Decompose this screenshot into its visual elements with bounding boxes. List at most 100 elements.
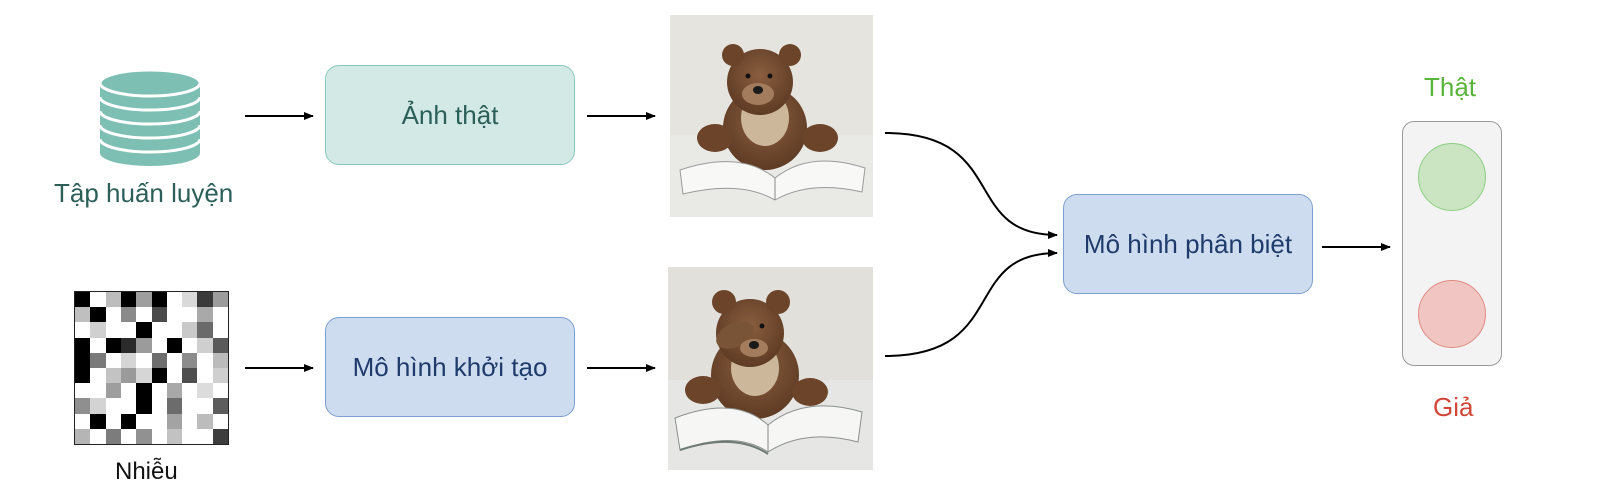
noise-cell xyxy=(120,428,137,444)
noise-cell xyxy=(136,383,152,399)
noise-cell xyxy=(197,352,213,368)
noise-cell xyxy=(166,398,183,414)
noise-cell xyxy=(166,292,183,308)
noise-cell xyxy=(136,292,152,308)
noise-cell xyxy=(75,337,91,353)
noise-cell xyxy=(166,352,183,368)
database-icon xyxy=(98,68,202,166)
noise-cell xyxy=(120,292,137,308)
noise-cell xyxy=(105,413,121,429)
noise-cell xyxy=(151,307,167,323)
noise-cell xyxy=(105,307,121,323)
noise-cell xyxy=(90,352,106,368)
output-indicator-panel xyxy=(1402,121,1502,366)
noise-cell xyxy=(136,307,152,323)
noise-grid xyxy=(74,291,229,445)
noise-cell xyxy=(75,322,91,338)
noise-cell xyxy=(197,322,213,338)
noise-cell xyxy=(197,398,213,414)
noise-cell xyxy=(105,292,121,308)
noise-cell xyxy=(136,322,152,338)
noise-cell xyxy=(212,383,228,399)
noise-label: Nhiễu xyxy=(115,458,178,485)
noise-cell xyxy=(105,428,121,444)
noise-cell xyxy=(105,337,121,353)
noise-cell xyxy=(212,322,228,338)
noise-cell xyxy=(75,383,91,399)
noise-cell xyxy=(166,337,183,353)
noise-cell xyxy=(212,307,228,323)
real-image-box: Ảnh thật xyxy=(325,65,575,165)
noise-cell xyxy=(182,322,198,338)
noise-cell xyxy=(90,383,106,399)
noise-cell xyxy=(151,322,167,338)
noise-cell xyxy=(75,352,91,368)
noise-cell xyxy=(197,413,213,429)
noise-cell xyxy=(136,337,152,353)
noise-cell xyxy=(151,398,167,414)
noise-cell xyxy=(166,428,183,444)
noise-cell xyxy=(151,367,167,384)
noise-cell xyxy=(90,337,106,353)
noise-cell xyxy=(105,322,121,338)
noise-cell xyxy=(90,292,106,308)
noise-cell xyxy=(75,413,91,429)
noise-cell xyxy=(182,292,198,308)
noise-cell xyxy=(136,367,152,384)
discriminator-box: Mô hình phân biệt xyxy=(1063,194,1313,294)
noise-cell xyxy=(75,367,91,384)
noise-cell xyxy=(151,292,167,308)
noise-cell xyxy=(105,367,121,384)
noise-cell xyxy=(166,322,183,338)
noise-cell xyxy=(136,352,152,368)
noise-cell xyxy=(182,428,198,444)
noise-cell xyxy=(212,398,228,414)
noise-cell xyxy=(105,398,121,414)
noise-cell xyxy=(151,352,167,368)
noise-cell xyxy=(212,367,228,384)
arrow-fake-image-to-discriminator xyxy=(884,249,1058,357)
noise-cell xyxy=(197,383,213,399)
noise-cell xyxy=(212,337,228,353)
noise-cell xyxy=(120,352,137,368)
noise-cell xyxy=(197,428,213,444)
noise-cell xyxy=(197,292,213,308)
noise-cell xyxy=(90,367,106,384)
noise-cell xyxy=(182,337,198,353)
noise-cell xyxy=(90,322,106,338)
noise-cell xyxy=(166,383,183,399)
noise-cell xyxy=(120,413,137,429)
generator-box: Mô hình khởi tạo xyxy=(325,317,575,417)
noise-cell xyxy=(197,367,213,384)
noise-cell xyxy=(151,337,167,353)
discriminator-box-label: Mô hình phân biệt xyxy=(1083,228,1293,259)
arrow-real-image-to-discriminator xyxy=(884,132,1058,239)
noise-cell xyxy=(120,337,137,353)
noise-cell xyxy=(120,307,137,323)
noise-cell xyxy=(75,292,91,308)
fake-output-label: Giả xyxy=(1433,392,1474,422)
noise-cell xyxy=(166,307,183,323)
noise-cell xyxy=(90,398,106,414)
noise-cell xyxy=(182,383,198,399)
training-set-label: Tập huấn luyện xyxy=(54,178,234,208)
noise-cell xyxy=(166,413,183,429)
noise-cell xyxy=(212,428,228,444)
noise-cell xyxy=(90,428,106,444)
noise-cell xyxy=(212,413,228,429)
generated-teddy-image xyxy=(668,267,873,470)
noise-cell xyxy=(120,383,137,399)
noise-cell xyxy=(120,367,137,384)
real-indicator-light xyxy=(1418,143,1486,211)
noise-cell xyxy=(75,428,91,444)
noise-cell xyxy=(182,413,198,429)
noise-cell xyxy=(197,307,213,323)
noise-cell xyxy=(90,307,106,323)
noise-cell xyxy=(151,383,167,399)
noise-cell xyxy=(105,383,121,399)
real-output-label: Thật xyxy=(1424,72,1477,102)
noise-cell xyxy=(90,413,106,429)
fake-indicator-light xyxy=(1418,280,1486,348)
noise-cell xyxy=(197,337,213,353)
